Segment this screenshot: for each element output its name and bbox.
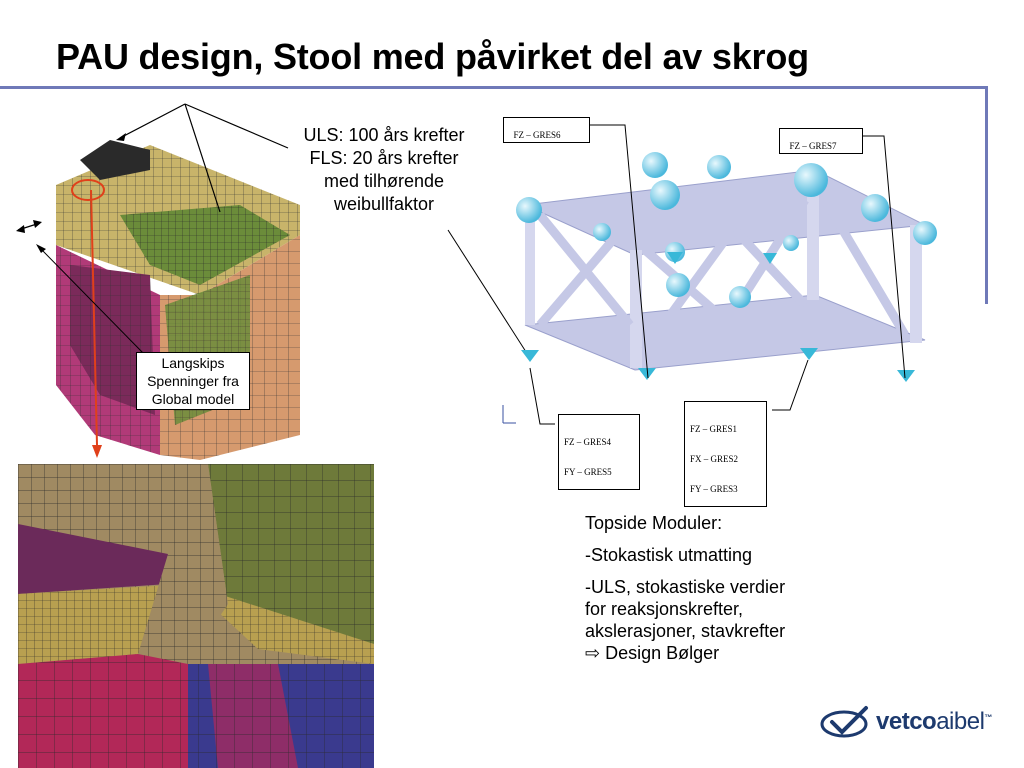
topside-text-block: Topside Moduler: -Stokastisk utmatting -…: [585, 512, 855, 674]
langskips-line: Spenninger fra: [147, 373, 239, 389]
topside-line: -ULS, stokastiske verdier: [585, 577, 786, 597]
reaction-text: FZ – GRES6: [513, 130, 561, 140]
topside-line: for reaksjonskrefter,: [585, 599, 744, 619]
callout-line: ULS: 100 års krefter: [303, 125, 465, 145]
fe-mesh-detail-image: [18, 464, 374, 768]
reaction-text: FY – GRES3: [690, 484, 738, 494]
reaction-text: FZ – GRES7: [789, 141, 837, 151]
title-divider: [0, 86, 988, 89]
logo-check-icon: [820, 706, 868, 738]
frame-divider-vertical: [985, 86, 988, 304]
page-title: PAU design, Stool med påvirket del av sk…: [56, 36, 809, 77]
vetcoaibel-logo: vetcoaibel™: [820, 704, 992, 740]
topside-line: Design Bølger: [605, 643, 720, 663]
topside-heading: Topside Moduler:: [585, 513, 723, 533]
reaction-label-gres7: FZ – GRES7: [779, 128, 863, 154]
reaction-text: FZ – GRES1: [690, 424, 738, 434]
reaction-label-gres4-5: FZ – GRES4 FY – GRES5: [558, 414, 640, 490]
arrow-right-icon: ⇨: [585, 643, 601, 663]
callout-line: med tilhørende: [323, 171, 445, 191]
logo-trademark: ™: [984, 713, 992, 722]
loads-callout: ULS: 100 års krefter FLS: 20 års krefter…: [284, 124, 484, 216]
logo-text: vetcoaibel™: [876, 708, 992, 736]
topside-item: -ULS, stokastiske verdier for reaksjonsk…: [585, 576, 855, 664]
topside-item: -Stokastisk utmatting: [585, 545, 753, 565]
langskips-line: Global model: [151, 391, 235, 407]
langskips-line: Langskips: [161, 355, 225, 371]
callout-line: weibullfaktor: [333, 194, 435, 214]
logo-part2: aibel: [936, 708, 985, 735]
reaction-text: FY – GRES5: [564, 467, 612, 477]
red-down-arrow-icon: [90, 189, 102, 458]
reaction-text: FX – GRES2: [690, 454, 739, 464]
fe-hull-model-image: [56, 140, 300, 460]
langskips-callout: Langskips Spenninger fra Global model: [136, 352, 250, 410]
callout-line: FLS: 20 års krefter: [309, 148, 459, 168]
callout-leader-line: [447, 229, 529, 356]
reaction-label-gres6: FZ – GRES6: [503, 117, 590, 143]
logo-part1: vetco: [876, 708, 937, 735]
reaction-text: FZ – GRES4: [564, 437, 612, 447]
reaction-label-gres1-3: FZ – GRES1 FX – GRES2 FY – GRES3: [684, 401, 767, 507]
topside-line: akslerasjoner, stavkrefter: [585, 621, 786, 641]
leader-lines-left: [16, 103, 289, 356]
reaction-leader-lines: [502, 124, 906, 425]
